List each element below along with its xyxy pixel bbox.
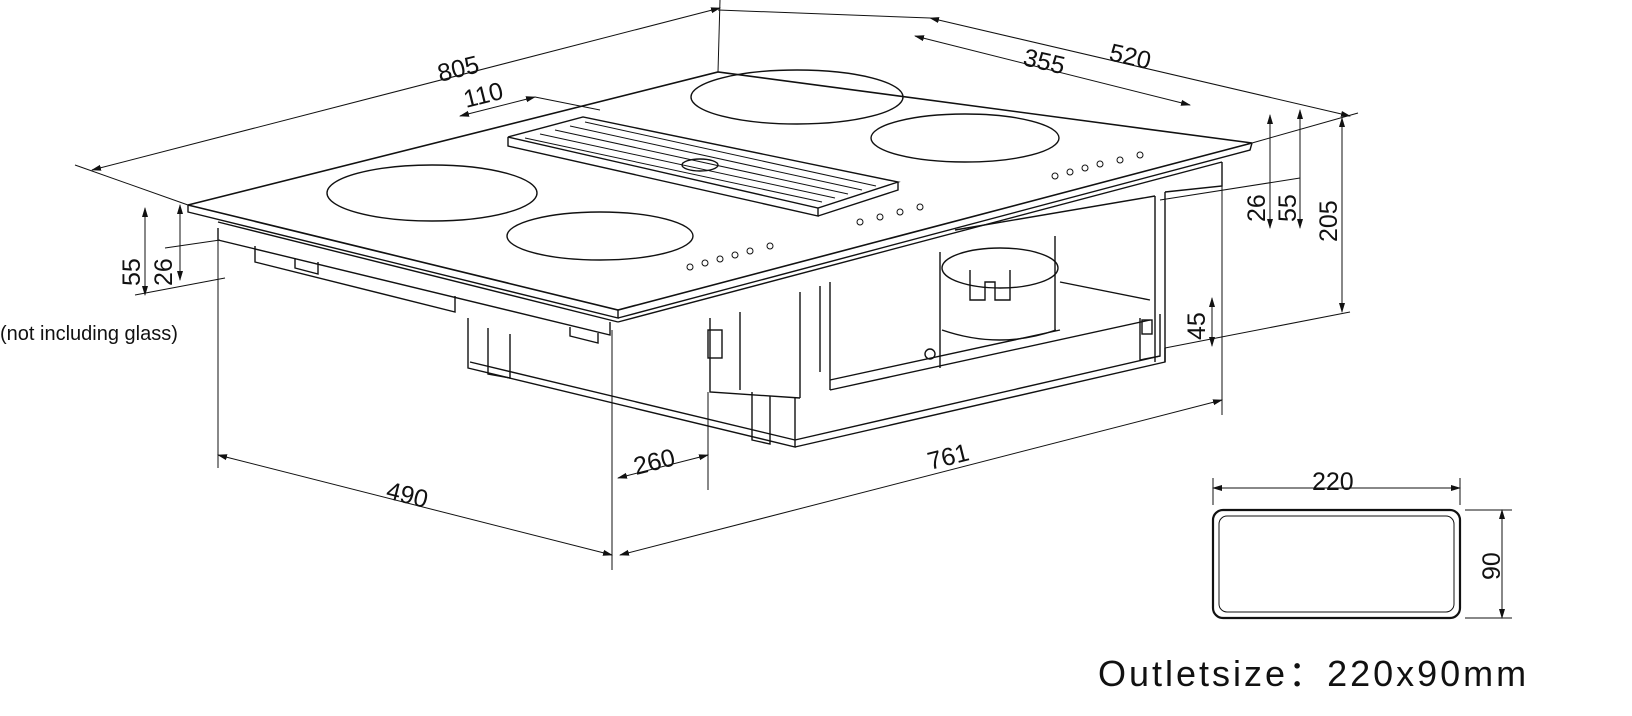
glass-note: (not including glass) [0,323,178,345]
dim-90: 90 [1478,552,1506,580]
glass-hob [187,69,1253,323]
dim-220: 220 [1312,468,1354,496]
cooking-zone-rear-left [506,211,694,261]
dim-520: 520 [1107,39,1154,76]
dimension-lines [74,0,1359,570]
dim-761: 761 [925,439,972,476]
dim-490: 490 [384,477,431,514]
dimension-labels: 805 520 110 355 55 26 (not including gla… [0,39,1343,514]
outlet-size-caption: Outletsize：220x90mm [1098,653,1529,694]
outlet-detail: 220 90 [1211,468,1512,620]
dim-26-left: 26 [150,258,178,286]
touch-controls [686,151,1144,271]
dim-45: 45 [1183,312,1211,340]
dim-355: 355 [1021,44,1068,81]
dim-26-right: 26 [1243,194,1271,222]
dim-55-left: 55 [118,258,146,286]
outlet-rectangle [1211,508,1462,620]
dim-205: 205 [1315,200,1343,242]
dim-260: 260 [631,444,678,481]
dim-55-right: 55 [1274,194,1302,222]
dim-110: 110 [461,77,506,114]
